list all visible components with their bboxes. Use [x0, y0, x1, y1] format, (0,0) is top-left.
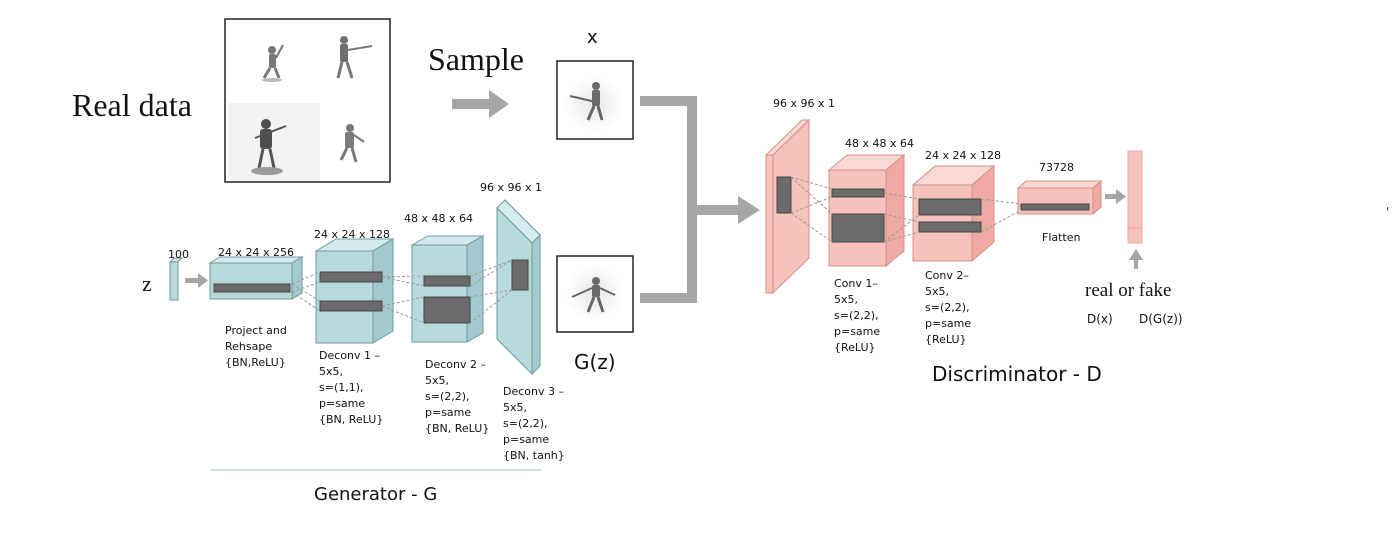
gen-layer-desc: Deconv 2 – 5x5, s=(2,2), p=same {BN, ReL… — [425, 358, 490, 435]
soldier-figure-icon — [336, 36, 373, 79]
real-data-title: Real data — [72, 87, 192, 123]
gen-deconv3-layer — [496, 199, 541, 376]
gen-layer-dims: 96 x 96 x 1 — [480, 181, 542, 194]
disc-conv1-layer — [827, 153, 906, 268]
soldier-figure-icon — [339, 124, 365, 163]
discriminator-title: Discriminator - D — [932, 362, 1102, 386]
disc-layer-desc: Conv 2– 5x5, s=(2,2), p=same {ReLU} — [925, 269, 972, 346]
soldier-figure-icon — [569, 82, 604, 121]
disc-output-layer — [1127, 150, 1143, 244]
gen-deconv2-layer — [410, 235, 485, 343]
z-to-project-arrow — [185, 273, 208, 288]
z-input-vector — [168, 257, 184, 301]
real-or-fake-label: real or fake — [1085, 280, 1172, 301]
gen-layer-desc: Deconv 1 – 5x5, s=(1,1), p=same {BN, ReL… — [319, 349, 384, 426]
gen-receptive-field-lines — [291, 259, 513, 324]
disc-layer-dims: 96 x 96 x 1 — [773, 97, 835, 110]
gz-label: G(z) — [574, 350, 616, 374]
gen-deconv1-layer — [314, 238, 395, 344]
disc-layer-dims: 24 x 24 x 128 — [925, 149, 1001, 162]
merge-arrows — [640, 96, 740, 303]
soldier-figure-icon — [251, 119, 287, 175]
flatten-to-output-arrow — [1105, 189, 1126, 204]
gen-layer-desc: Project and Rehsape {BN,ReLU} — [225, 324, 287, 369]
stray-tick-mark: ' — [1386, 205, 1389, 219]
real-data-image-grid — [224, 18, 391, 183]
discriminator-network — [764, 118, 1143, 295]
x-label: x — [587, 27, 598, 48]
flatten-label: Flatten — [1042, 231, 1081, 244]
d-gz-label: D(G(z)) — [1139, 312, 1183, 326]
disc-layer-desc: Conv 1– 5x5, s=(2,2), p=same {ReLU} — [834, 277, 881, 354]
disc-receptive-field-lines — [790, 176, 1022, 243]
soldier-figure-icon — [571, 277, 616, 313]
d-x-label: D(x) — [1087, 312, 1113, 326]
gen-layer-dims: 24 x 24 x 128 — [314, 228, 390, 241]
z-label: z — [142, 271, 152, 296]
x-real-sample-image — [556, 60, 634, 140]
disc-flatten-layer — [1016, 179, 1103, 216]
generator-title: Generator - G — [314, 484, 438, 505]
gen-project-layer — [208, 256, 304, 300]
soldier-figure-icon — [262, 44, 284, 82]
z-dim-label: 100 — [168, 248, 189, 261]
real-or-fake-up-arrow — [1129, 249, 1143, 269]
disc-layer-dims: 73728 — [1039, 161, 1074, 174]
gz-generated-image — [556, 255, 634, 333]
sample-arrow — [452, 90, 509, 118]
sample-label: Sample — [428, 41, 524, 77]
gen-layer-dims: 48 x 48 x 64 — [404, 212, 473, 225]
disc-conv2-layer — [911, 164, 996, 263]
gen-layer-dims: 24 x 24 x 256 — [218, 246, 294, 259]
gen-layer-desc: Deconv 3 – 5x5, s=(2,2), p=same {BN, tan… — [503, 385, 565, 462]
generator-network — [168, 199, 542, 471]
merge-arrowhead — [738, 196, 760, 224]
disc-layer-dims: 48 x 48 x 64 — [845, 137, 914, 150]
disc-input-layer — [764, 118, 811, 295]
